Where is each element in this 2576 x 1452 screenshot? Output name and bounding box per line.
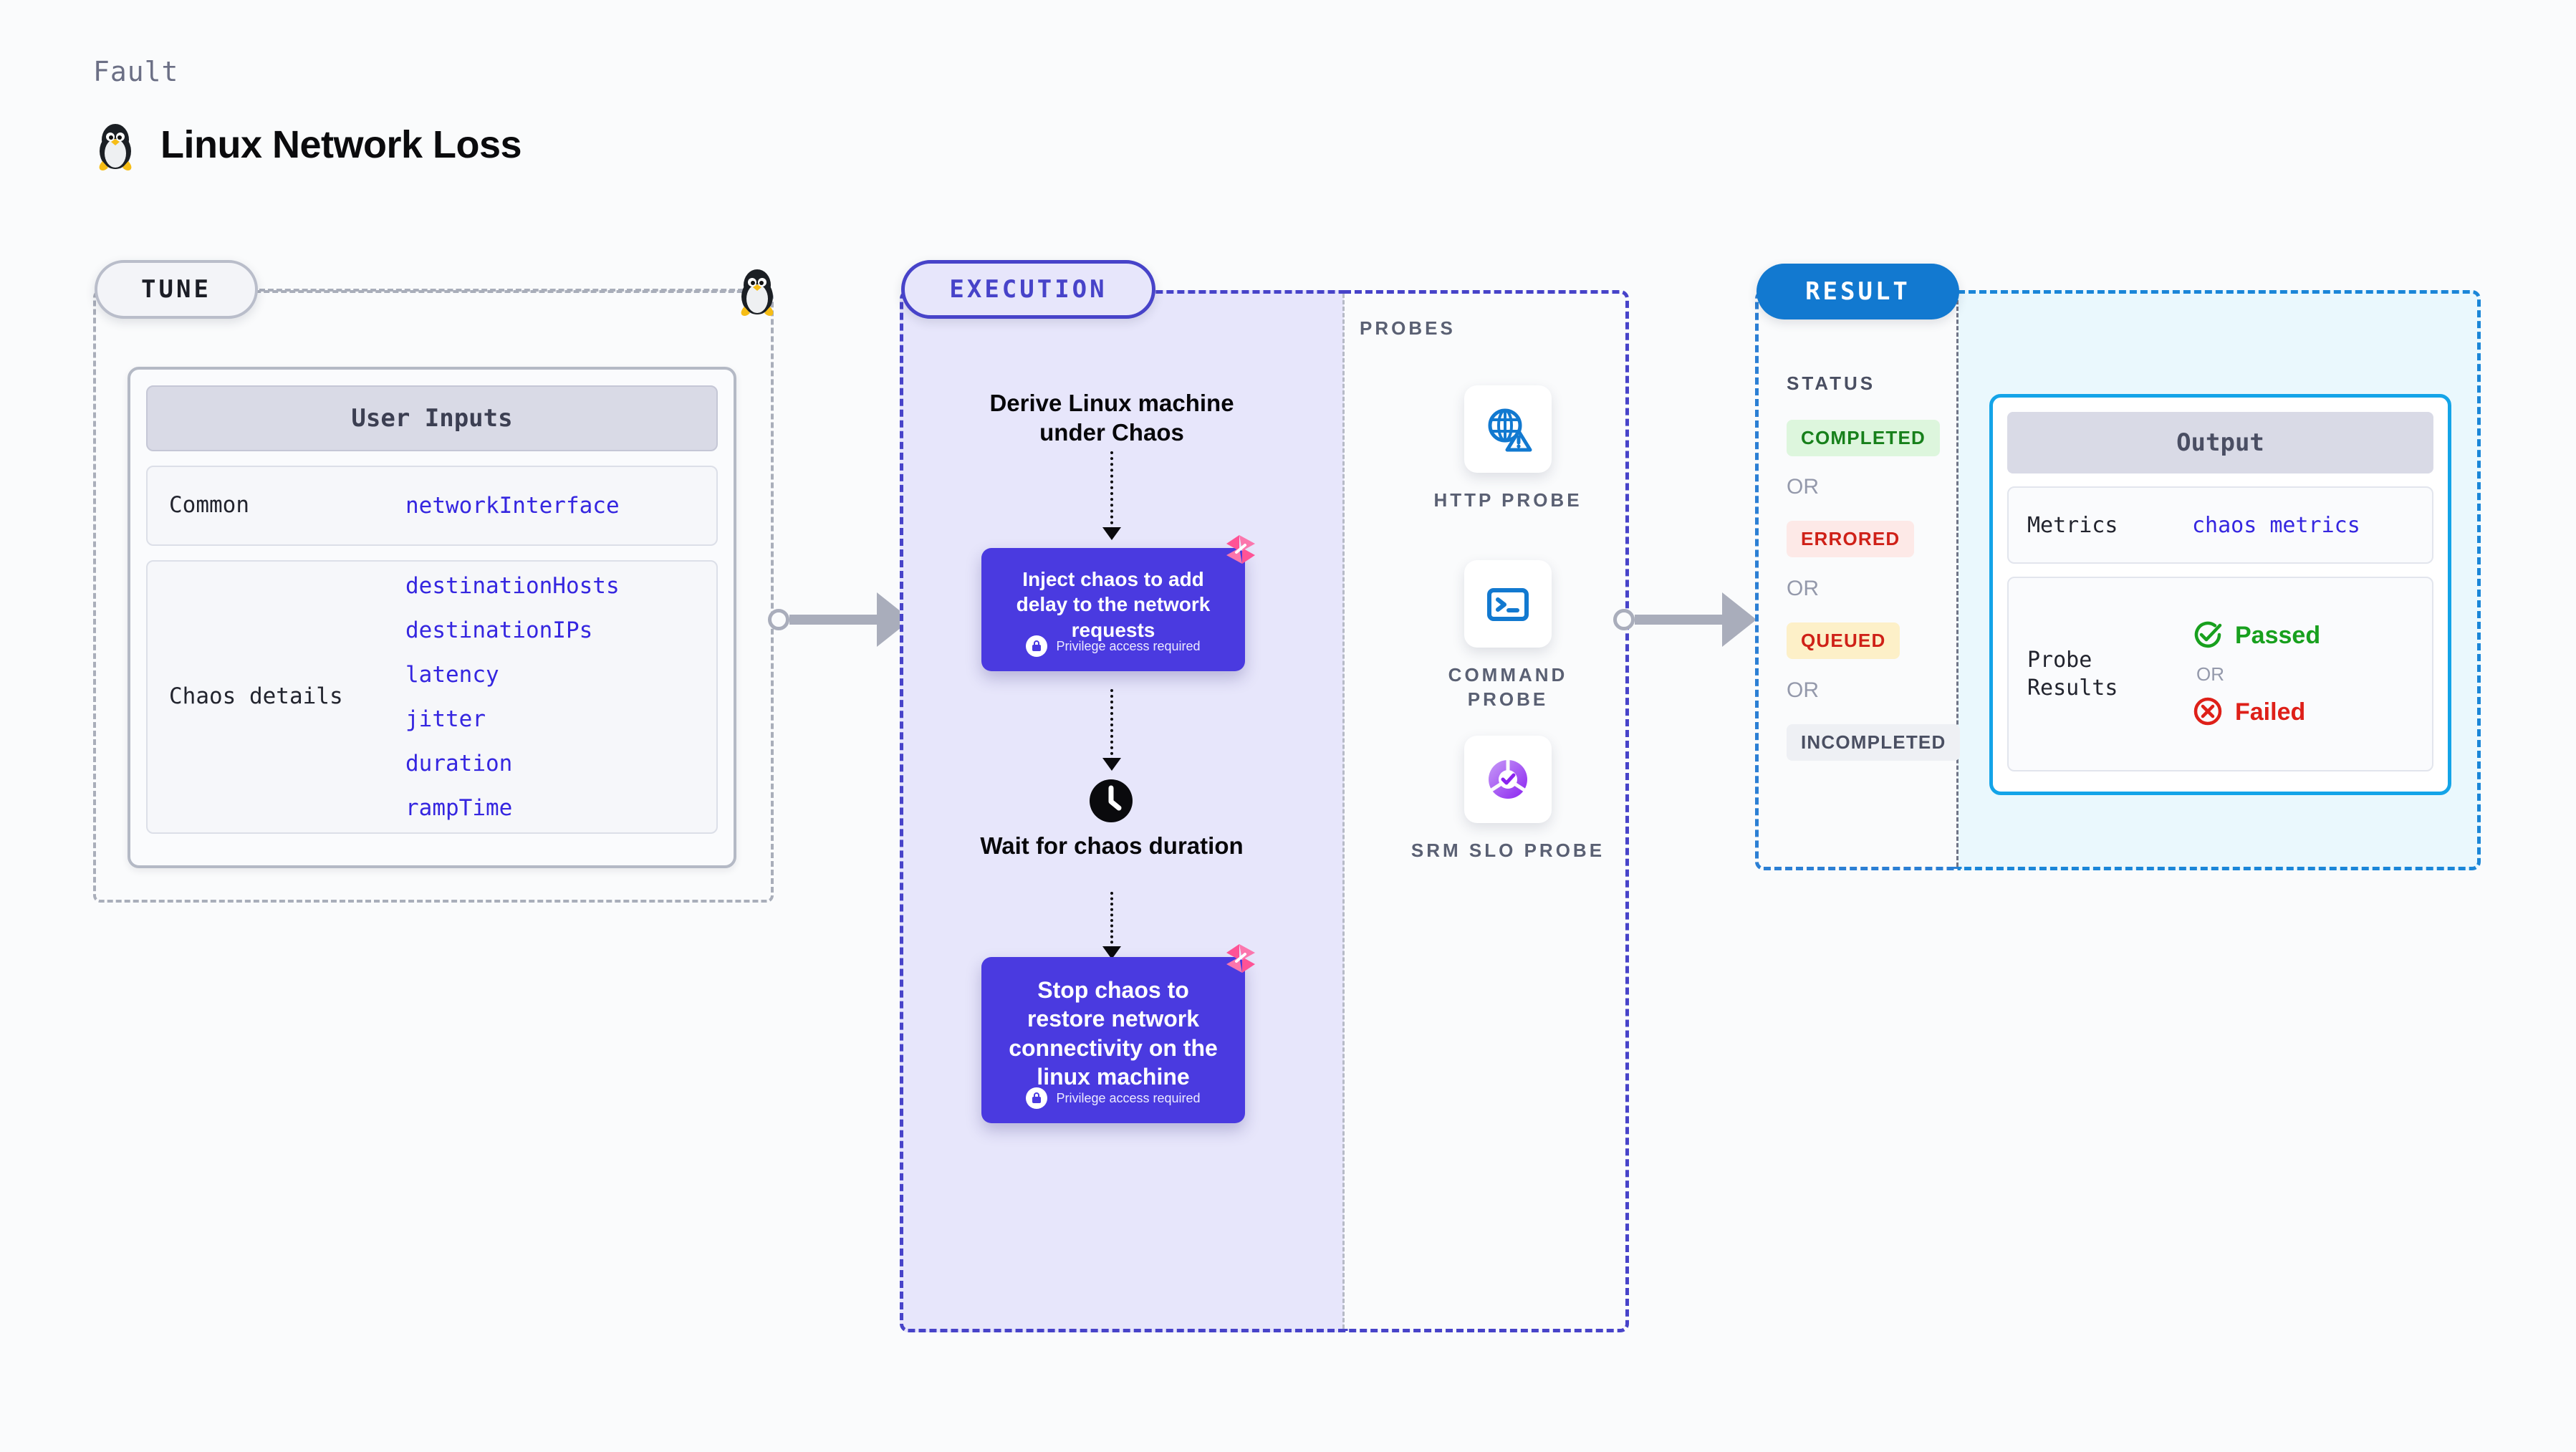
output-probe-results-label: Probe Results	[2027, 648, 2118, 701]
privilege-note: Privilege access required	[981, 1087, 1245, 1109]
execution-arrow-2	[1110, 689, 1113, 761]
execution-step-derive-text: Derive Linux machine under Chaos	[989, 390, 1234, 446]
connector-execution-to-result	[1613, 592, 1777, 647]
execution-card-title: Inject chaos to add delay to the network…	[1016, 568, 1211, 641]
probes-label: PROBES	[1360, 317, 1456, 339]
slo-donut-check-icon	[1464, 736, 1552, 823]
tune-row-label: Common	[169, 492, 249, 519]
lock-icon	[1026, 635, 1048, 657]
execution-arrowhead-1	[1102, 527, 1121, 540]
page-title-row: Linux Network Loss	[93, 118, 522, 171]
connector-line	[789, 615, 877, 625]
result-output-divider	[1956, 294, 1959, 867]
output-card-title: Output	[2007, 412, 2433, 473]
probe-label: COMMAND PROBE	[1448, 664, 1568, 710]
tune-row-values: networkInterface	[405, 493, 620, 519]
terminal-icon	[1464, 560, 1552, 648]
probe-label: SRM SLO PROBE	[1410, 840, 1605, 861]
execution-badge[interactable]: EXECUTION	[901, 260, 1155, 319]
probe-srm-slo[interactable]: SRM SLO PROBE	[1404, 736, 1612, 863]
tune-param[interactable]: networkInterface	[405, 493, 620, 519]
execution-wait-text: Wait for chaos duration	[980, 832, 1244, 859]
privilege-note: Privilege access required	[981, 635, 1245, 657]
connector-start-dot	[1613, 609, 1635, 630]
output-metrics-value[interactable]: chaos metrics	[2192, 512, 2360, 538]
probe-http[interactable]: HTTP PROBE	[1404, 385, 1612, 513]
probe-result-passed: Passed	[2192, 619, 2320, 653]
tune-connector-line	[259, 289, 752, 292]
status-badge-completed: COMPLETED	[1787, 420, 1941, 456]
connector-line	[1635, 615, 1722, 625]
probe-label: HTTP PROBE	[1433, 489, 1582, 511]
tune-param[interactable]: duration	[405, 751, 513, 777]
linux-penguin-marker-icon	[735, 264, 779, 320]
probe-command[interactable]: COMMAND PROBE	[1404, 560, 1612, 712]
execution-card-inject-chaos[interactable]: Inject chaos to add delay to the network…	[981, 535, 1255, 671]
tune-param[interactable]: destinationHosts	[405, 573, 620, 599]
user-inputs-card: User Inputs Common networkInterface Chao…	[128, 367, 736, 868]
output-card: Output Metrics chaos metrics Probe Resul…	[1989, 394, 2451, 795]
status-badge-queued: QUEUED	[1787, 622, 1900, 659]
page-title: Linux Network Loss	[160, 123, 522, 166]
tune-row-common: Common networkInterface	[146, 466, 718, 546]
output-metrics-label: Metrics	[2027, 512, 2118, 538]
output-row-probe-results: Probe Results Passed OR	[2007, 577, 2433, 771]
or-separator: OR	[1787, 678, 1819, 702]
harness-logo-icon	[1221, 529, 1261, 573]
tune-param[interactable]: jitter	[405, 706, 486, 732]
status-label: STATUS	[1787, 372, 1876, 394]
or-separator: OR	[1787, 577, 1819, 600]
probe-result-failed: Failed	[2192, 696, 2320, 730]
clock-icon	[1087, 777, 1135, 829]
status-badge-incompleted: INCOMPLETED	[1787, 724, 1961, 761]
connector-start-dot	[768, 609, 789, 630]
or-separator: OR	[2196, 663, 2224, 685]
probe-result-options: Passed OR Failed	[2192, 619, 2320, 730]
tune-row-label: Chaos details	[169, 683, 343, 710]
check-circle-icon	[2192, 619, 2224, 653]
execution-arrow-1	[1110, 451, 1113, 530]
execution-arrow-3	[1110, 892, 1113, 949]
execution-card-title: Stop chaos to restore network connectivi…	[1009, 977, 1218, 1090]
tune-param[interactable]: rampTime	[405, 795, 513, 821]
or-separator: OR	[1787, 475, 1819, 499]
probe-result-passed-text: Passed	[2235, 622, 2321, 649]
output-row-metrics: Metrics chaos metrics	[2007, 486, 2433, 564]
connector-arrowhead	[1722, 592, 1756, 647]
tune-row-values: destinationHosts destinationIPs latency …	[405, 573, 620, 821]
x-circle-icon	[2192, 696, 2224, 730]
privilege-text: Privilege access required	[1056, 638, 1201, 653]
user-inputs-title: User Inputs	[146, 385, 718, 451]
linux-penguin-icon	[93, 118, 138, 171]
execution-arrowhead-3	[1102, 946, 1121, 959]
probe-result-failed-text: Failed	[2235, 698, 2306, 726]
execution-card-stop-chaos[interactable]: Stop chaos to restore network connectivi…	[981, 944, 1255, 1123]
page-eyebrow: Fault	[93, 56, 179, 87]
tune-row-chaos-details: Chaos details destinationHosts destinati…	[146, 560, 718, 834]
globe-warning-icon	[1464, 385, 1552, 473]
execution-probes-divider	[1342, 294, 1345, 1329]
tune-param[interactable]: destinationIPs	[405, 617, 593, 643]
privilege-text: Privilege access required	[1056, 1090, 1201, 1105]
result-badge[interactable]: RESULT	[1756, 264, 1959, 319]
execution-arrowhead-2	[1102, 758, 1121, 771]
lock-icon	[1026, 1087, 1048, 1109]
tune-panel	[93, 290, 774, 903]
harness-logo-icon	[1221, 938, 1261, 982]
tune-param[interactable]: latency	[405, 662, 499, 688]
status-badge-errored: ERRORED	[1787, 521, 1915, 557]
tune-badge[interactable]: TUNE	[95, 260, 258, 319]
